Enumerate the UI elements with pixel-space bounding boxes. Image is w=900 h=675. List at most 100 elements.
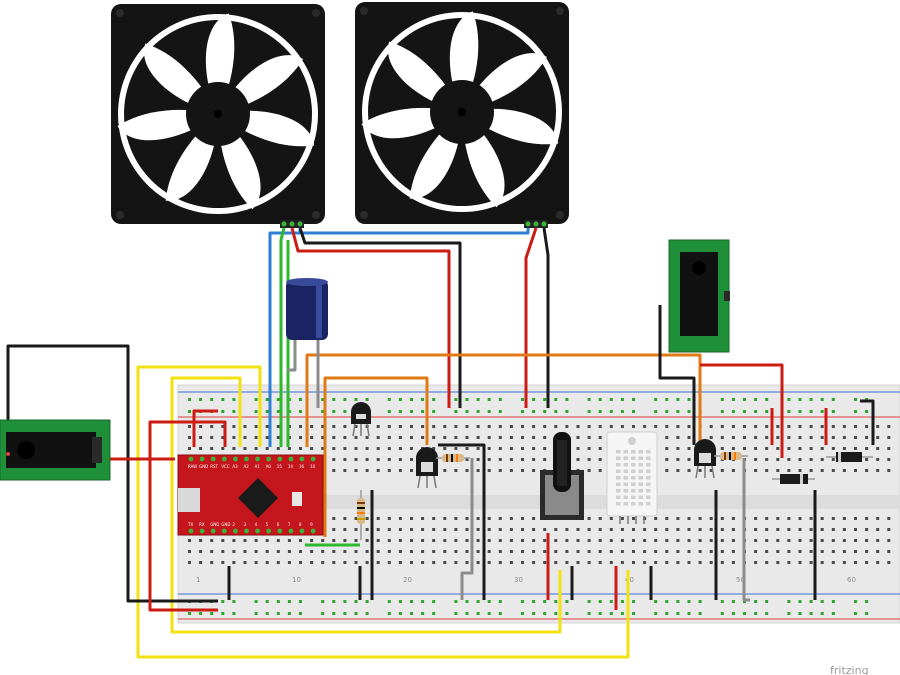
breadboard-hole (876, 458, 880, 461)
breadboard-hole (509, 436, 513, 439)
breadboard-hole (432, 550, 436, 553)
breadboard-hole (820, 528, 824, 531)
breadboard-hole (798, 561, 802, 564)
breadboard-hole (720, 436, 724, 439)
breadboard-hole (365, 561, 369, 564)
breadboard-hole (654, 425, 658, 428)
breadboard-hole (398, 447, 402, 450)
breadboard-hole (332, 600, 336, 603)
vent-slot (638, 469, 643, 473)
breadboard-hole (332, 539, 336, 542)
breadboard-hole (720, 612, 724, 615)
breadboard-hole (221, 550, 225, 553)
breadboard-hole (687, 517, 691, 520)
breadboard-hole (632, 600, 635, 603)
breadboard-hole (731, 539, 735, 542)
breadboard-hole (387, 517, 391, 520)
breadboard-hole (199, 561, 203, 564)
breadboard-hole (299, 539, 302, 542)
breadboard-hole (232, 436, 236, 439)
breadboard-hole (543, 410, 547, 413)
breadboard-hole (443, 469, 447, 472)
breadboard-hole (620, 612, 624, 615)
breadboard-hole (387, 469, 391, 472)
breadboard-hole (454, 410, 458, 413)
breadboard-hole (776, 517, 780, 520)
breadboard-hole (754, 561, 758, 564)
breadboard-hole (665, 398, 669, 401)
breadboard-hole (509, 517, 513, 520)
breadboard-hole (199, 436, 203, 439)
breadboard-hole (798, 458, 802, 461)
breadboard-hole (665, 517, 669, 520)
breadboard-hole (465, 539, 469, 542)
vent-slot (623, 463, 628, 467)
breadboard-hole (554, 539, 558, 542)
pin-label: TX (187, 522, 193, 527)
vent-slot (631, 502, 636, 506)
breadboard-hole (887, 517, 891, 520)
breadboard-hole (521, 600, 524, 603)
breadboard-hole (476, 600, 480, 603)
breadboard-hole (487, 550, 491, 553)
breadboard-hole (576, 561, 580, 564)
breadboard-hole (354, 528, 358, 531)
breadboard-hole (376, 436, 380, 439)
breadboard-hole (476, 410, 480, 413)
breadboard-hole (188, 410, 191, 413)
breadboard-hole (265, 612, 269, 615)
vent-slot (631, 482, 636, 486)
breadboard-hole (654, 410, 658, 413)
pin (221, 456, 227, 462)
breadboard-hole (787, 458, 791, 461)
breadboard-hole (310, 550, 314, 553)
breadboard-hole (620, 410, 624, 413)
breadboard-hole (421, 600, 425, 603)
breadboard-hole (276, 410, 280, 413)
breadboard-hole (387, 425, 391, 428)
breadboard-hole (354, 550, 358, 553)
breadboard-hole (565, 550, 569, 553)
breadboard-hole (232, 561, 236, 564)
breadboard-hole (842, 517, 846, 520)
breadboard-hole (299, 447, 302, 450)
breadboard-hole (565, 528, 569, 531)
breadboard-hole (354, 561, 358, 564)
breadboard-hole (787, 517, 791, 520)
breadboard-hole (665, 410, 669, 413)
breadboard-hole (776, 458, 780, 461)
breadboard-hole (676, 528, 680, 531)
breadboard-hole (232, 550, 236, 553)
breadboard-hole (498, 410, 502, 413)
breadboard-hole (743, 436, 746, 439)
breadboard-hole (809, 517, 813, 520)
breadboard-hole (587, 469, 591, 472)
breadboard-hole (398, 425, 402, 428)
breadboard-hole (487, 469, 491, 472)
vent-slot (631, 476, 636, 480)
breadboard-hole (487, 612, 491, 615)
breadboard-hole (365, 447, 369, 450)
breadboard-hole (276, 539, 280, 542)
breadboard-hole (343, 517, 347, 520)
breadboard-hole (432, 425, 436, 428)
vent-slot (631, 450, 636, 454)
breadboard-hole (865, 550, 869, 553)
wire-blue-top (300, 228, 530, 235)
breadboard-hole (498, 436, 502, 439)
breadboard-hole (598, 600, 602, 603)
breadboard-hole (543, 528, 547, 531)
breadboard-hole (276, 398, 280, 401)
pin-label: A1 (255, 464, 261, 469)
breadboard-hole (743, 425, 746, 428)
vent-slot (631, 495, 636, 499)
breadboard-hole (221, 447, 225, 450)
pin-label: 6 (277, 522, 280, 527)
breadboard-hole (410, 410, 413, 413)
dc-jack-right (668, 239, 730, 353)
breadboard-hole (410, 539, 413, 542)
breadboard-hole (254, 436, 258, 439)
breadboard-hole (321, 600, 325, 603)
breadboard-hole (809, 539, 813, 542)
breadboard-hole (276, 447, 280, 450)
